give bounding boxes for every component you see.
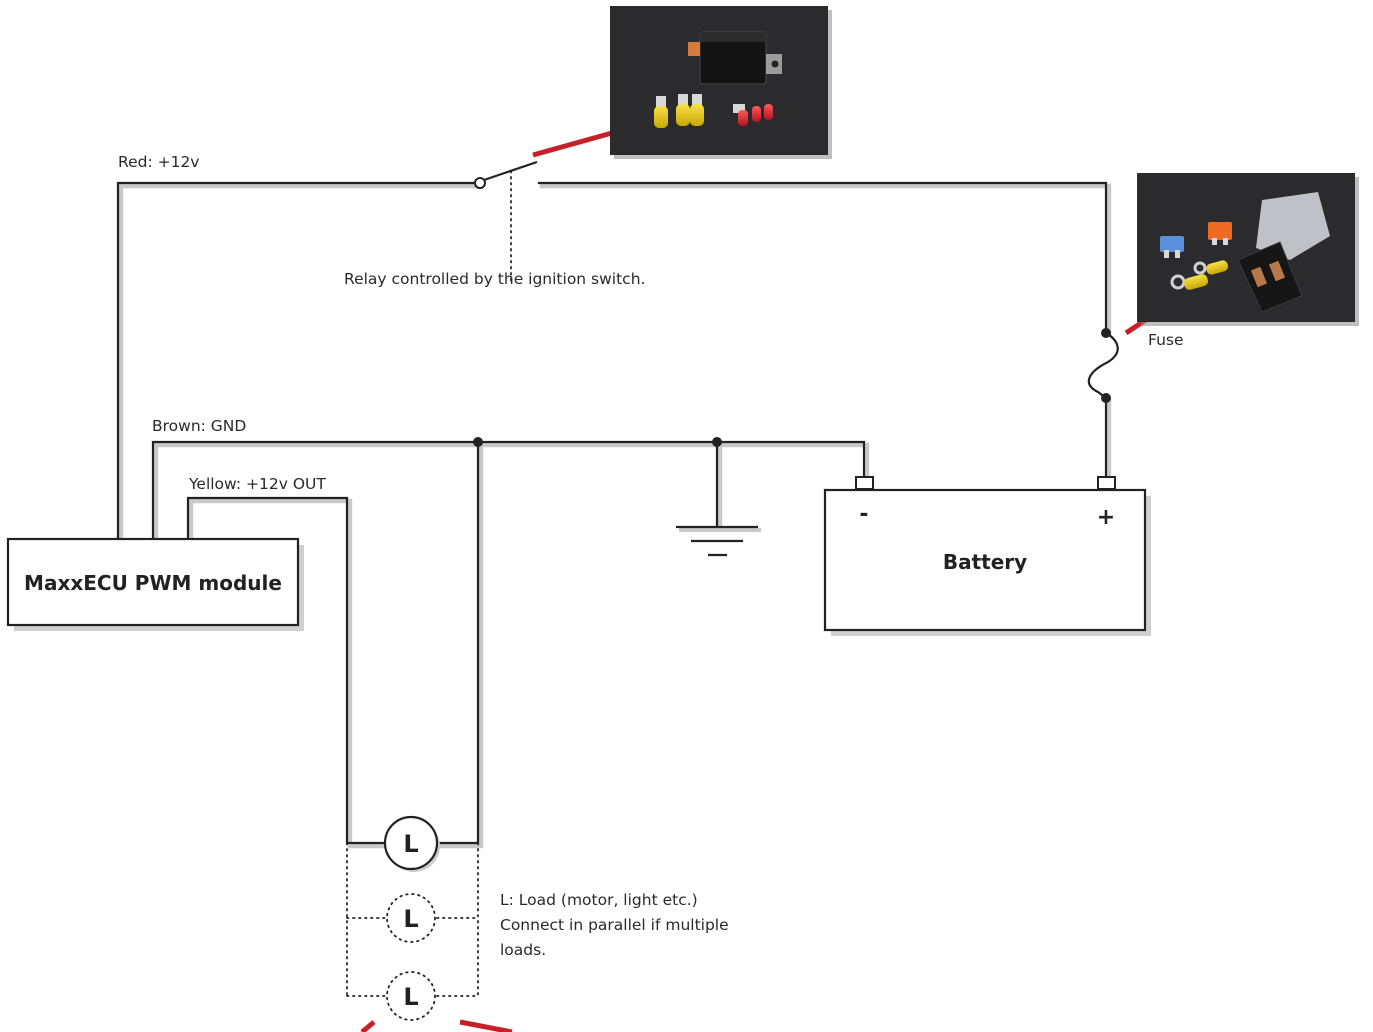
wire-shadows	[118, 183, 1112, 849]
junctions	[473, 437, 722, 447]
yellow-terminal-icon	[654, 94, 704, 128]
red-terminal-icon	[733, 104, 773, 126]
orange-fuse-icon	[1208, 222, 1232, 245]
relay-photo	[610, 6, 832, 159]
battery: - + Battery	[823, 476, 1151, 636]
battery-positive-terminal	[1097, 476, 1116, 490]
gnd-junction-load	[473, 437, 483, 447]
relay-callout	[532, 130, 613, 158]
battery-negative-terminal	[855, 476, 874, 490]
fuse-holder-body-icon	[1237, 241, 1303, 313]
fuse-symbol	[1087, 328, 1119, 403]
load-description-line3: loads.	[500, 941, 546, 959]
battery-negative-sign: -	[859, 502, 868, 527]
yellow-wire-label: Yellow: +12v OUT	[188, 475, 326, 493]
blue-fuse-icon	[1160, 236, 1184, 258]
load-return-wire	[435, 440, 480, 845]
load-callout-left	[360, 1020, 376, 1032]
battery-positive-sign: +	[1097, 505, 1115, 530]
ground-icon	[676, 525, 761, 557]
load-optional-2: L	[386, 971, 436, 1021]
fuse-holder-photo	[1137, 173, 1359, 326]
labels: Red: +12v Brown: GND Yellow: +12v OUT Re…	[118, 153, 1184, 959]
relay-switch-symbol	[474, 160, 538, 286]
load-description-line1: L: Load (motor, light etc.)	[500, 891, 698, 909]
relay-label: Relay controlled by the ignition switch.	[344, 270, 645, 288]
fuse-cap-icon	[1256, 192, 1330, 260]
load-letter: L	[403, 830, 418, 858]
yellow-ring-terminal-icon	[1170, 260, 1229, 290]
module-label: MaxxECU PWM module	[24, 571, 282, 595]
pwm-module: MaxxECU PWM module	[6, 537, 304, 631]
load-primary: L	[383, 815, 440, 872]
relay-output-wire	[537, 181, 1108, 332]
brown-gnd-wire	[151, 440, 866, 541]
red-wire-label: Red: +12v	[118, 153, 199, 171]
load-description-line2: Connect in parallel if multiple	[500, 916, 729, 934]
relay-contact	[474, 177, 486, 189]
fuse-label: Fuse	[1148, 331, 1184, 349]
load-callout-right	[459, 1019, 513, 1032]
load-optional-1: L	[386, 893, 436, 943]
loads: L L L	[346, 815, 479, 1021]
load-letter: L	[403, 983, 418, 1011]
brown-wire-label: Brown: GND	[152, 417, 246, 435]
load-letter: L	[403, 905, 418, 933]
gnd-junction-chassis	[712, 437, 722, 447]
red-wire	[116, 181, 478, 541]
yellow-out-wire	[186, 496, 388, 845]
battery-label: Battery	[943, 550, 1027, 574]
